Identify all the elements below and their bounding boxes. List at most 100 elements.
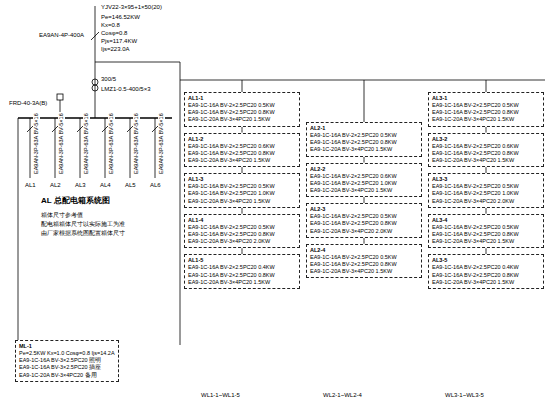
spec-label: AL6 bbox=[149, 182, 162, 189]
distribution-box: AL2-2EA9-1C-16A BV-2×2.5PC20 0.6KWEA9-1C… bbox=[306, 163, 422, 198]
spec-label: AL2 bbox=[49, 182, 62, 189]
circuit-line: EA9-1C-16A BV-2×2.5PC20 0.4KW bbox=[188, 264, 296, 271]
riser-drop bbox=[364, 80, 365, 122]
spec-label: WL2-1~WL2-4 bbox=[322, 392, 363, 399]
circuit-line: EA9-1C-16A BV-2×2.5PC20 0.5KW bbox=[432, 102, 540, 109]
circuit-line: EA9-1C-16A BV-2×2.5PC20 0.8KW bbox=[188, 272, 296, 279]
spec-label: Cosφ=0.8 bbox=[100, 30, 128, 37]
circuit-line: EA9-1C-16A BV-2×2.5PC20 0.5KW bbox=[188, 183, 296, 190]
box-heading: AL2-4 bbox=[310, 247, 418, 254]
distribution-box: AL3-5EA9-1C-16A BV-2×2.5PC20 0.4KWEA9-1C… bbox=[428, 254, 544, 289]
box-heading: AL3-4 bbox=[432, 217, 540, 224]
circuit-line: EA9-1C-16A BV-2×2.5PC20 0.8KW bbox=[310, 220, 418, 227]
spec-label: 由厂家根据系统图配置箱体尺寸 bbox=[40, 230, 126, 237]
circuit-line: EA9-1C-20A BV-3×4PC20 1.5KW bbox=[188, 157, 296, 164]
spec-label: AL5 bbox=[124, 182, 137, 189]
circuit-line: EA9-1C-20A BV-3×4PC20 1.5KW bbox=[432, 116, 540, 123]
box-heading: AL3-5 bbox=[432, 257, 540, 264]
box-heading: AL1-4 bbox=[188, 217, 296, 224]
circuit-line: EA9-1C-20A BV-3×4PC20 1.5KW bbox=[432, 279, 540, 286]
distribution-box: AL1-1EA9-1C-16A BV-2×2.5PC20 0.5KWEA9-1C… bbox=[184, 92, 300, 127]
distribution-box: AL1-3EA9-1C-16A BV-2×2.5PC20 0.5KWEA9-1C… bbox=[184, 173, 300, 208]
distribution-box: AL2-3EA9-1C-16A BV-2×2.5PC20 0.5KWEA9-1C… bbox=[306, 203, 422, 238]
circuit-line: EA9-1C-16A BV-2×2.5PC20 0.5KW bbox=[310, 254, 418, 261]
spec-label: Pe=146.52KW bbox=[100, 14, 141, 21]
box-heading: AL3-2 bbox=[432, 136, 540, 143]
riser-line bbox=[180, 80, 545, 81]
circuit-line: EA9-1C-16A BV-2×2.5PC20 1.0KW bbox=[432, 190, 540, 197]
circuit-line: EA9-1C-16A BV-2×2.5PC20 0.5KW bbox=[188, 224, 296, 231]
circuit-line: EA9-1C-16A BV-2×2.5PC20 0.8KW bbox=[188, 150, 296, 157]
circuit-line: EA9-1C-20A BV-3×4PC20 1.5KW bbox=[310, 268, 418, 275]
circuit-line: EA9-1C-16A BV-2×2.5PC20 0.6KW bbox=[432, 143, 540, 150]
cable-spec: EA9AN-3P-63A BV-5×16 bbox=[158, 112, 165, 175]
circuit-line: EA9-1C-20A BV-3×4PC20 1.5KW bbox=[310, 187, 418, 194]
circuit-line: Pe=2.5KW Kx=1.0 Cosφ=0.8 Ijs=14.2A bbox=[19, 350, 115, 357]
circuit-line: EA9-1C-16A BV-2×2.5PC20 0.8KW bbox=[432, 272, 540, 279]
spec-label: AL1 bbox=[24, 182, 37, 189]
spec-label: Kx=0.8 bbox=[100, 22, 121, 29]
feeder-line bbox=[15, 118, 18, 372]
spec-label: YJV22-3×95+1×50(20) bbox=[100, 4, 163, 11]
cable-spec: EA9AN-3P-63A BV-5×16 bbox=[133, 112, 140, 175]
spec-label: Pjs=117.4KW bbox=[100, 38, 138, 45]
circuit-line: EA9-1C-16A BV-2×2.5PC20 1.0KW bbox=[310, 180, 418, 187]
current-transformer bbox=[92, 85, 98, 91]
spec-label: 300/5 bbox=[100, 76, 117, 83]
distribution-box: AL2-4EA9-1C-16A BV-2×2.5PC20 0.5KW EA9-1C… bbox=[306, 244, 422, 279]
circuit-line: EA9-1C-20A BV-3×4PC20 2.0KW bbox=[432, 198, 540, 205]
cable-spec: EA9AN-3P-63A BV-5×16 bbox=[83, 112, 90, 175]
box-heading: AL2-1 bbox=[310, 125, 418, 132]
circuit-line: EA9-1C-16A BV-2×2.5PC20 0.5KW bbox=[432, 224, 540, 231]
circuit-line: EA9-1C-16A BV-2×2.5PC20 0.8KW bbox=[188, 109, 296, 116]
circuit-line: EA9-1C-20A BV-3×4PC20 1.5KW bbox=[188, 279, 296, 286]
circuit-line: EA9-1C-20A BV-3×4PC20 备用 bbox=[19, 372, 115, 379]
box-heading: AL1-5 bbox=[188, 257, 296, 264]
distribution-box: AL2-1EA9-1C-16A BV-2×2.5PC20 0.5KWEA9-1C… bbox=[306, 122, 422, 157]
distribution-box: AL3-1EA9-1C-16A BV-2×2.5PC20 0.5KWEA9-1C… bbox=[428, 92, 544, 127]
circuit-line: EA9-1C-20A BV-3×4PC20 2.0KW bbox=[188, 238, 296, 245]
spec-label: FRD-40-3A(B) bbox=[8, 100, 48, 107]
spec-label: EA9AN-4P-400A bbox=[38, 32, 85, 39]
spec-label: LMZ1-0.5-400/5×3 bbox=[100, 86, 152, 93]
circuit-line: EA9-1C-16A BV-2×2.5PC20 0.8KW bbox=[310, 139, 418, 146]
spec-label: Ijs=223.0A bbox=[100, 46, 131, 53]
circuit-line: EA9-1C-20A BV-3×4PC20 1.5KW bbox=[310, 146, 418, 153]
circuit-line: EA9-1C-16A BV-2×2.5PC20 0.5KW bbox=[432, 183, 540, 190]
busbar bbox=[18, 117, 172, 118]
circuit-line: EA9-1C-20A BV-3×4PC20 2.0KW bbox=[310, 228, 418, 235]
diagram-title: AL 总配电箱系统图 bbox=[40, 196, 111, 206]
circuit-line: EA9-1C-16A BV-2×2.5PC20 0.8KW bbox=[432, 109, 540, 116]
circuit-line: EA9-1C-20A BV-3×4PC20 1.5KW bbox=[188, 198, 296, 205]
distribution-box: AL3-2EA9-1C-16A BV-2×2.5PC20 0.6KWEA9-1C… bbox=[428, 133, 544, 168]
circuit-line: EA9-1C-16A BV-2×2.5PC20 1.0KW bbox=[188, 190, 296, 197]
spec-label: 配电箱箱体尺寸以实际施工为准 bbox=[40, 221, 126, 228]
surge-protector bbox=[57, 94, 63, 100]
circuit-line: EA9-1C-16A BV-2×2.5PC20 0.5KW bbox=[310, 213, 418, 220]
panel-box: ML-1Pe=2.5KW Kx=1.0 Cosφ=0.8 Ijs=14.2AEA… bbox=[15, 340, 119, 382]
distribution-box: AL1-5EA9-1C-16A BV-2×2.5PC20 0.4KWEA9-1C… bbox=[184, 254, 300, 289]
circuit-line: EA9-1C-16A BV-2×2.5PC20 0.8KW bbox=[432, 150, 540, 157]
box-heading: AL2-3 bbox=[310, 206, 418, 213]
box-heading: AL3-1 bbox=[432, 95, 540, 102]
riser-drop bbox=[242, 80, 243, 92]
spec-label: AL3 bbox=[74, 182, 87, 189]
main-breaker-symbol bbox=[91, 32, 99, 40]
cable-spec: EA9AN-3P-63A BV-5×16 bbox=[108, 112, 115, 175]
box-heading: AL2-2 bbox=[310, 166, 418, 173]
distribution-box: AL1-4EA9-1C-16A BV-2×2.5PC20 0.5KWEA9-1C… bbox=[184, 214, 300, 249]
circuit-line: EA9-1C-16A BV-2×2.5PC20 0.8KW bbox=[432, 231, 540, 238]
distribution-box: AL3-4EA9-1C-16A BV-2×2.5PC20 0.5KWEA9-1C… bbox=[428, 214, 544, 249]
circuit-line: EA9-1C-16A BV-3×2.5PC20 照明 bbox=[19, 357, 115, 364]
box-heading: AL1-3 bbox=[188, 176, 296, 183]
circuit-line: EA9-1C-16A BV-2×2.5PC20 0.6KW bbox=[188, 143, 296, 150]
distribution-box: AL3-3EA9-1C-16A BV-2×2.5PC20 0.5KWEA9-1C… bbox=[428, 173, 544, 208]
circuit-line: EA9-1C-16A BV-2×2.5PC20 0.8KW bbox=[188, 231, 296, 238]
cable-spec: EA9AN-3P-63A BV-5×16 bbox=[33, 112, 40, 175]
current-transformer bbox=[92, 79, 98, 85]
circuit-line: EA9-1C-20A BV-3×4PC20 1.5KW bbox=[432, 157, 540, 164]
cable-spec: EA9AN-3P-63A BV-5×16 bbox=[58, 112, 65, 175]
spec-label: WL3-1~WL3-5 bbox=[444, 392, 485, 399]
circuit-line: EA9-1C-20A BV-3×4PC20 1.5KW bbox=[188, 116, 296, 123]
